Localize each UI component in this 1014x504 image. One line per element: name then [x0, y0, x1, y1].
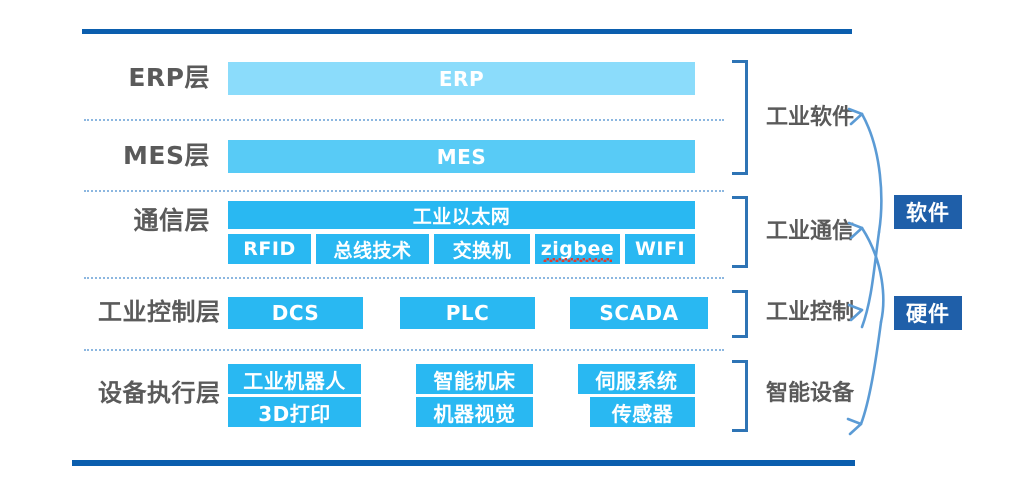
tech-box-scada[interactable]: SCADA: [570, 297, 708, 329]
tech-box-smart-machine-tool[interactable]: 智能机床: [416, 364, 533, 394]
brace-software-upper: [860, 112, 883, 234]
bracket-industrial-software: [732, 60, 748, 175]
top-rule: [82, 29, 852, 34]
tech-box-fieldbus[interactable]: 总线技术: [316, 234, 429, 264]
tech-box-wifi[interactable]: WIFI: [625, 234, 695, 264]
tech-box-rfid[interactable]: RFID: [228, 234, 311, 264]
bracket-smart-device: [732, 360, 748, 432]
bottom-rule: [72, 460, 855, 466]
brace-hardware-lower: [859, 320, 883, 426]
brace-hardware-tip-bottom: [846, 417, 863, 436]
layer-label-device: 设备执行层: [98, 379, 221, 407]
layer-label-control: 工业控制层: [98, 298, 221, 326]
bracket-industrial-communication: [732, 196, 748, 268]
brace-hardware-upper: [860, 226, 885, 324]
separator-comm-control: [84, 277, 724, 279]
tech-box-mes[interactable]: MES: [228, 140, 695, 173]
group-label-industrial-communication: 工业通信: [766, 219, 855, 244]
separator-control-device: [84, 349, 724, 351]
badge-software[interactable]: 软件: [894, 195, 962, 229]
separator-mes-comm: [84, 190, 724, 192]
layer-label-erp: ERP层: [128, 63, 210, 92]
tech-box-plc[interactable]: PLC: [400, 297, 535, 329]
tech-box-zigbee[interactable]: zigbee: [535, 234, 620, 264]
group-label-industrial-software: 工业软件: [766, 105, 855, 130]
tech-box-erp[interactable]: ERP: [228, 62, 695, 95]
tech-box-servo-system[interactable]: 伺服系统: [578, 364, 695, 394]
tech-box-industrial-ethernet[interactable]: 工业以太网: [228, 201, 695, 229]
tech-box-sensor[interactable]: 传感器: [590, 397, 695, 427]
tech-box-dcs[interactable]: DCS: [228, 297, 363, 329]
group-label-industrial-control: 工业控制: [766, 300, 855, 325]
tech-box-switch[interactable]: 交换机: [434, 234, 530, 264]
layer-label-comm: 通信层: [133, 206, 210, 235]
tech-box-3d-printing[interactable]: 3D打印: [228, 397, 361, 427]
brace-software-lower: [860, 230, 881, 329]
layer-label-mes: MES层: [123, 141, 210, 170]
separator-erp-mes: [84, 119, 724, 121]
bracket-industrial-control: [732, 290, 748, 338]
tech-box-machine-vision[interactable]: 机器视觉: [416, 397, 533, 427]
group-label-smart-device: 智能设备: [766, 381, 855, 406]
spellcheck-squiggle-icon: [543, 258, 612, 262]
tech-box-zigbee-label: zigbee: [540, 238, 615, 260]
tech-box-industrial-robot[interactable]: 工业机器人: [228, 364, 361, 394]
badge-hardware[interactable]: 硬件: [894, 296, 962, 330]
